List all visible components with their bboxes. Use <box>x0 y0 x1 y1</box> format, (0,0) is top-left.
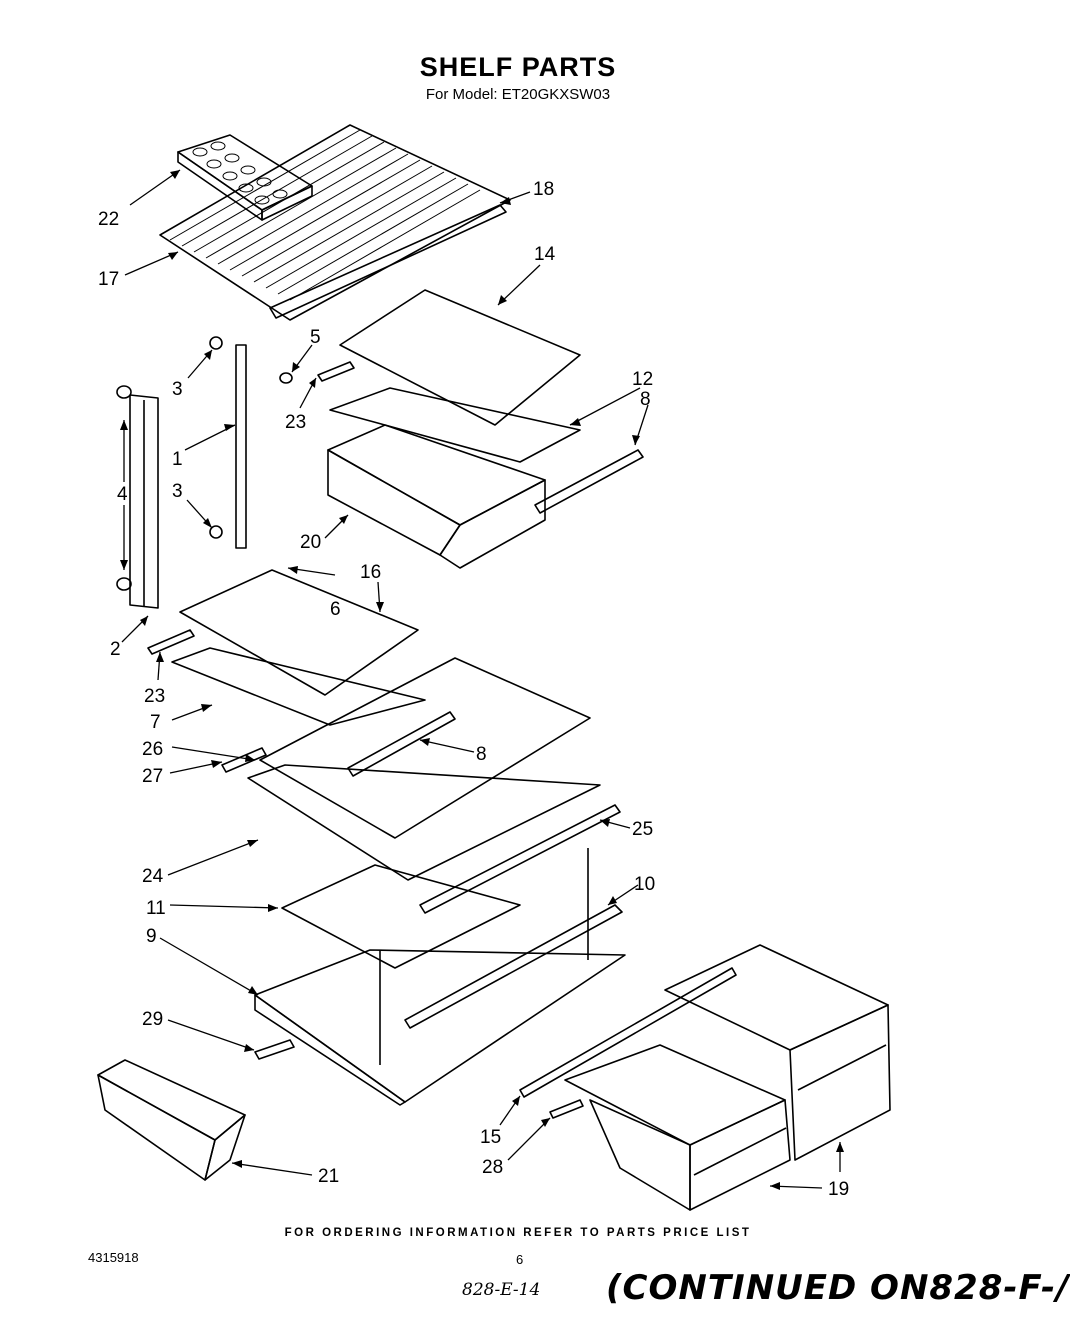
parts-diagram-page: SHELF PARTS For Model: ET20GKXSW03 <box>88 52 1069 1308</box>
callout-22: 22 <box>98 209 119 230</box>
shelf-standards-drawing <box>116 336 293 609</box>
callout-7: 7 <box>150 712 161 733</box>
callout-19: 19 <box>828 1179 849 1200</box>
callout-8-upper: 8 <box>640 389 651 410</box>
callout-20: 20 <box>300 532 321 553</box>
callout-8-lower: 8 <box>476 744 487 765</box>
shelf-rail-drawing <box>269 204 507 319</box>
continued-note: (CONTINUED ON828-F-/ <box>606 1268 1070 1308</box>
callout-18: 18 <box>533 179 554 200</box>
callout-9: 9 <box>146 926 157 947</box>
callout-23-lower: 23 <box>144 686 165 707</box>
rail-23-mid-drawing <box>147 629 195 655</box>
leader-lines <box>121 169 841 1189</box>
callout-25: 25 <box>632 819 653 840</box>
glass-shelf-11-drawing <box>281 864 521 969</box>
ice-tray-drawing <box>177 134 313 221</box>
rail-23-top-drawing <box>317 361 355 382</box>
callout-23-upper: 23 <box>285 412 306 433</box>
glass-shelf-26-drawing <box>259 657 591 839</box>
rail-28-drawing <box>549 1099 584 1119</box>
page-title: SHELF PARTS <box>419 52 617 82</box>
rail-15-drawing <box>519 967 737 1098</box>
callout-29: 29 <box>142 1009 163 1030</box>
crisper-drawers-drawing <box>564 944 891 1211</box>
model-line: For Model: ET20GKXSW03 <box>425 86 611 103</box>
callout-21: 21 <box>318 1166 339 1187</box>
handwritten-reference: 828-E-14 <box>462 1280 541 1300</box>
callout-5: 5 <box>310 327 321 348</box>
crisper-pan-drawing <box>327 424 546 569</box>
callout-2: 2 <box>110 639 121 660</box>
callout-3-lower: 3 <box>172 481 183 502</box>
callout-26: 26 <box>142 739 163 760</box>
callout-14: 14 <box>534 244 556 265</box>
page-number: 6 <box>516 1252 524 1267</box>
glass-shelf-top-drawing <box>339 289 581 426</box>
exploded-parts-drawing: 22 18 17 14 5 3 23 12 8 1 4 3 20 16 6 2 … <box>97 124 891 1211</box>
callout-6: 6 <box>330 599 341 620</box>
callout-1: 1 <box>172 449 183 470</box>
document-number: 4315918 <box>88 1250 139 1265</box>
shelf-frame-24-drawing <box>247 764 601 881</box>
callout-27: 27 <box>142 766 163 787</box>
callout-16: 16 <box>360 562 381 583</box>
callout-17: 17 <box>98 269 119 290</box>
callout-11: 11 <box>146 898 166 919</box>
callout-28: 28 <box>482 1157 503 1178</box>
rail-27-drawing <box>221 747 267 773</box>
callout-24: 24 <box>142 866 164 887</box>
door-bin-drawing <box>97 1059 246 1181</box>
rail-8-top-drawing <box>534 449 644 514</box>
rail-29-drawing <box>254 1039 295 1060</box>
rail-25-drawing <box>419 804 621 914</box>
ordering-note: FOR ORDERING INFORMATION REFER TO PARTS … <box>284 1227 752 1239</box>
callout-3-upper: 3 <box>172 379 183 400</box>
callout-10: 10 <box>634 874 655 895</box>
callout-15: 15 <box>480 1127 501 1148</box>
callout-4: 4 <box>117 484 128 505</box>
shelf-frame-7-drawing <box>171 647 426 726</box>
shelf-frame-drawing <box>329 387 581 463</box>
crisper-frame-drawing <box>254 848 626 1106</box>
rail-8-mid-drawing <box>347 711 456 777</box>
callout-12: 12 <box>632 369 653 390</box>
glass-shelf-16-drawing <box>179 569 419 696</box>
leader-arrowheads <box>120 170 844 1190</box>
